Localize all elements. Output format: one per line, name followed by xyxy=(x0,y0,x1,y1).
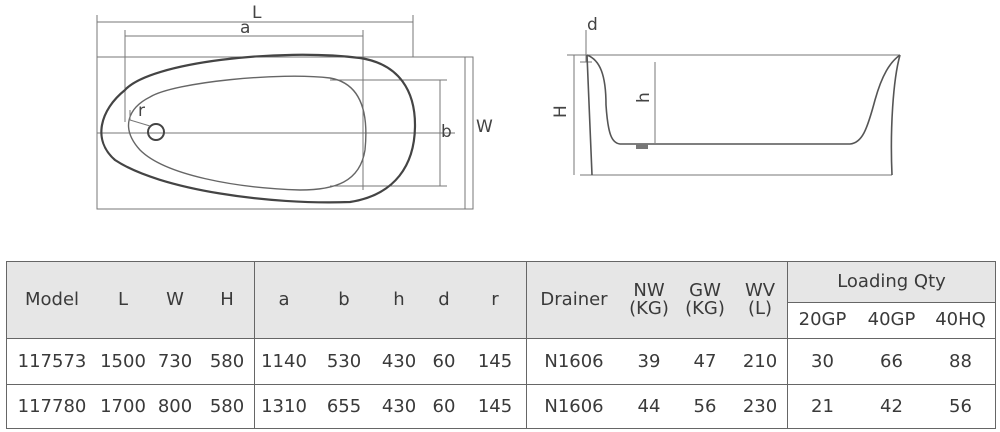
side-view-drain-icon xyxy=(636,144,648,149)
cell-40gp: 42 xyxy=(880,395,903,417)
cell-gw: 47 xyxy=(693,350,717,372)
dim-label-H: H xyxy=(551,105,571,118)
header-wv: WV (L) xyxy=(733,262,787,338)
cell-model: 117780 xyxy=(17,395,87,417)
cell-W: 730 xyxy=(157,350,193,372)
cell-20gp: 21 xyxy=(811,395,834,417)
header-b: b xyxy=(314,262,374,338)
cell-wv: 230 xyxy=(742,395,778,417)
header-model: Model xyxy=(7,262,97,338)
bathtub-technical-drawing: L a W b r d H h xyxy=(96,3,901,210)
header-a: a xyxy=(254,262,314,338)
header-20gp: 20GP xyxy=(788,302,857,338)
cell-d: 60 xyxy=(432,395,456,417)
header-h: h xyxy=(374,262,424,338)
tub-outer-outline xyxy=(100,53,417,204)
header-L: L xyxy=(97,262,149,338)
side-view-tub-outline xyxy=(586,54,901,176)
header-drainer: Drainer xyxy=(527,262,621,338)
cell-r: 145 xyxy=(477,395,513,417)
dim-label-W: W xyxy=(476,117,493,137)
header-H: H xyxy=(201,262,253,338)
tub-inner-outline xyxy=(127,75,367,191)
table-divider xyxy=(526,262,527,428)
dim-label-h: h xyxy=(634,92,654,103)
dim-label-d: d xyxy=(587,15,598,35)
header-40gp: 40GP xyxy=(857,302,926,338)
spec-table: Model L W H a b h d r Drainer NW (KG) GW… xyxy=(6,261,996,429)
cell-drainer: N1606 xyxy=(544,350,604,372)
table-divider xyxy=(7,338,995,339)
table-divider xyxy=(7,384,995,385)
cell-H: 580 xyxy=(209,395,245,417)
cell-40hq: 88 xyxy=(949,350,972,372)
header-d: d xyxy=(424,262,464,338)
header-gw: GW (KG) xyxy=(677,262,733,338)
cell-L: 1500 xyxy=(100,350,146,372)
cell-b: 655 xyxy=(326,395,362,417)
cell-b: 530 xyxy=(326,350,362,372)
cell-W: 800 xyxy=(157,395,193,417)
table-divider xyxy=(254,262,255,428)
dim-label-a: a xyxy=(240,18,250,38)
cell-h: 430 xyxy=(381,350,417,372)
header-nw: NW (KG) xyxy=(621,262,677,338)
cell-a: 1310 xyxy=(261,395,307,417)
cell-h: 430 xyxy=(381,395,417,417)
dim-label-b: b xyxy=(441,122,452,142)
table-divider xyxy=(788,302,995,303)
cell-a: 1140 xyxy=(261,350,307,372)
header-40hq: 40HQ xyxy=(926,302,995,338)
dim-label-r: r xyxy=(138,101,145,121)
dim-label-L: L xyxy=(252,3,262,23)
cell-d: 60 xyxy=(432,350,456,372)
drain-hole-icon xyxy=(147,123,165,141)
header-loading-qty: Loading Qty xyxy=(788,262,995,302)
cell-r: 145 xyxy=(477,350,513,372)
cell-40hq: 56 xyxy=(949,395,972,417)
header-r: r xyxy=(464,262,526,338)
cell-nw: 39 xyxy=(637,350,661,372)
header-W: W xyxy=(149,262,201,338)
table-divider xyxy=(787,262,788,428)
cell-20gp: 30 xyxy=(811,350,834,372)
cell-L: 1700 xyxy=(100,395,146,417)
cell-model: 117573 xyxy=(17,350,87,372)
cell-40gp: 66 xyxy=(880,350,903,372)
cell-drainer: N1606 xyxy=(544,395,604,417)
cell-gw: 56 xyxy=(693,395,717,417)
cell-H: 580 xyxy=(209,350,245,372)
cell-nw: 44 xyxy=(637,395,661,417)
cell-wv: 210 xyxy=(742,350,778,372)
